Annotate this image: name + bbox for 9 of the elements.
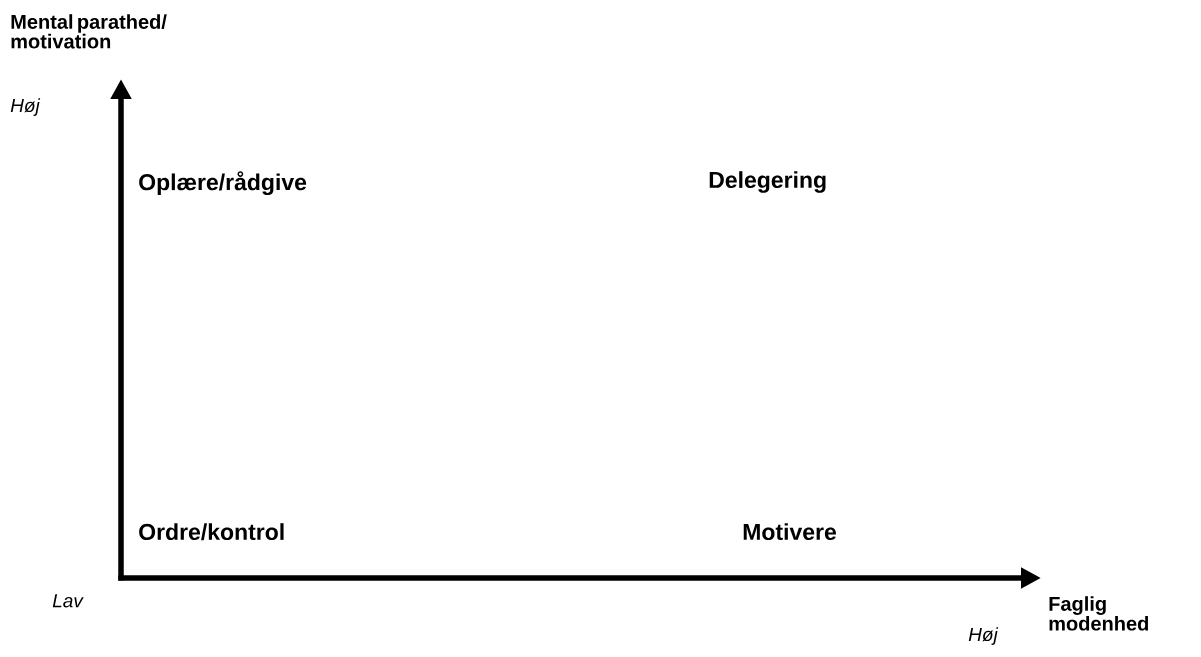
axis-end-label: Høj [968,627,999,645]
quadrant-label: Ordre/kontrol [139,523,284,541]
quadrant-label: Oplære/rådgive [139,171,307,195]
axis-end-label: Høj [10,98,41,116]
axis-title: Mental parathed/ motivation [11,14,167,49]
axis-title: Faglig modenhed [1049,596,1148,631]
quadrant-label: Motivere [743,523,836,541]
quadrant-label: Delegering [709,171,826,193]
axis-end-label: Lav [52,594,84,608]
